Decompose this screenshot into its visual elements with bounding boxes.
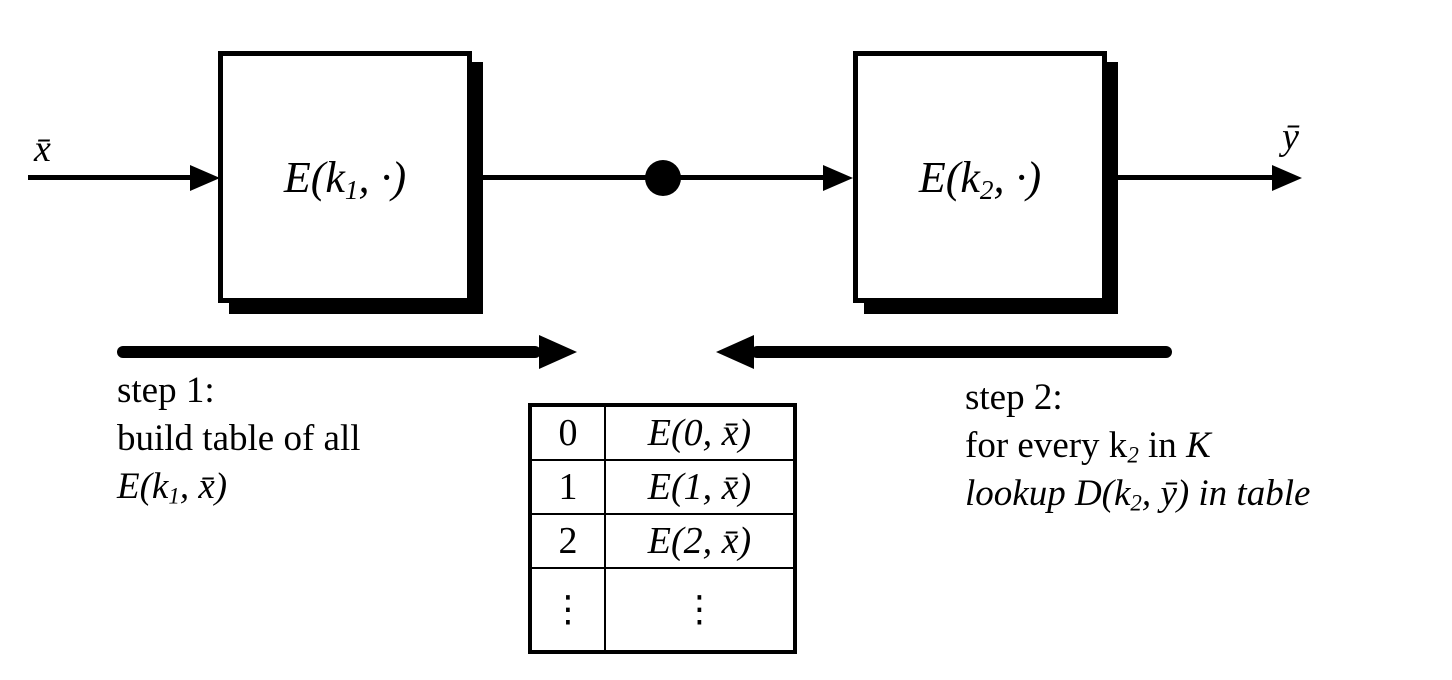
step2-line3-sub: 2 bbox=[1130, 490, 1142, 516]
connector-arrowhead-icon bbox=[823, 165, 853, 191]
step1-arrowhead-icon bbox=[539, 335, 577, 369]
table-row-0-key: 0 bbox=[532, 407, 606, 461]
step2-line2: for every k2 in K bbox=[965, 422, 1310, 470]
encryption-box-1: E(k1, ·) bbox=[218, 51, 472, 303]
table-row-3-key: ⋮ bbox=[532, 569, 606, 650]
encryption-box-1-label: E(k1, ·) bbox=[284, 152, 406, 203]
step1-line2: build table of all bbox=[117, 418, 361, 459]
step2-line2-sub: 2 bbox=[1127, 442, 1139, 468]
table-row-1-key: 1 bbox=[532, 461, 606, 515]
box1-label-post: , ·) bbox=[358, 152, 407, 202]
table-row-0-value: E(0, x̄) bbox=[606, 407, 793, 461]
table-row-2-key: 2 bbox=[532, 515, 606, 569]
junction-dot bbox=[645, 160, 681, 196]
box2-label-sub: 2 bbox=[979, 174, 994, 205]
step1-formula: E(k1, x̄) bbox=[117, 463, 361, 511]
step2-keyspace-symbol: K bbox=[1186, 425, 1211, 466]
output-arrowhead-icon bbox=[1272, 165, 1302, 191]
box2-label-post: , ·) bbox=[993, 152, 1042, 202]
step1-formula-post: , x̄) bbox=[179, 466, 228, 507]
step2-line3-post: , ȳ) in table bbox=[1141, 473, 1311, 514]
box1-label-pre: E(k bbox=[283, 152, 345, 202]
encryption-box-2: E(k2, ·) bbox=[853, 51, 1107, 303]
step1-formula-sub: 1 bbox=[168, 483, 180, 509]
step1-title: step 1: bbox=[117, 370, 215, 411]
step2-line3-pre: lookup D(k bbox=[965, 473, 1131, 514]
table-row-1-value: E(1, x̄) bbox=[606, 461, 793, 515]
table-row-3-value: ⋮ bbox=[681, 589, 718, 630]
step2-arrow-shaft bbox=[751, 346, 1172, 358]
output-label-ybar: ȳ bbox=[1282, 116, 1299, 158]
encryption-box-2-label: E(k2, ·) bbox=[919, 152, 1041, 203]
input-arrowhead-icon bbox=[190, 165, 220, 191]
input-label-xbar: x̄ bbox=[34, 128, 51, 170]
output-arrow-line bbox=[1107, 175, 1272, 180]
step1-formula-pre: E(k bbox=[117, 466, 169, 507]
step2-arrowhead-icon bbox=[716, 335, 754, 369]
step2-description: step 2: for every k2 in K lookup D(k2, y… bbox=[965, 374, 1310, 518]
step2-line2-mid: in bbox=[1138, 425, 1187, 466]
box1-label-sub: 1 bbox=[344, 174, 359, 205]
lookup-table: 0 E(0, x̄) 1 E(1, x̄) 2 E(2, x̄) ⋮ ⋮ bbox=[528, 403, 797, 654]
box2-label-pre: E(k bbox=[918, 152, 980, 202]
step1-arrow-shaft bbox=[117, 346, 541, 358]
table-row-2-value: E(2, x̄) bbox=[606, 515, 793, 569]
step2-title: step 2: bbox=[965, 377, 1063, 418]
step1-description: step 1: build table of all E(k1, x̄) bbox=[117, 367, 361, 511]
step2-line2-pre: for every k bbox=[965, 425, 1128, 466]
input-arrow-line bbox=[28, 175, 194, 180]
step2-line3: lookup D(k2, ȳ) in table bbox=[965, 470, 1310, 518]
